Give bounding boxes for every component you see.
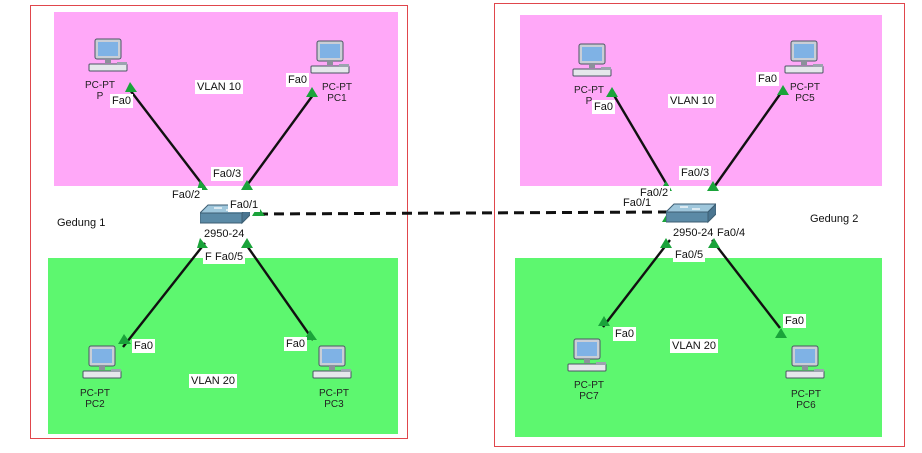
link-pc0-sw1 <box>129 89 206 189</box>
switch-port-label: F <box>203 250 214 264</box>
port-label: Fa0 <box>132 339 155 353</box>
switch-model-label: 2950-24 <box>204 228 245 240</box>
vlan-label: VLAN 20 <box>189 374 238 388</box>
vlan-label: VLAN 10 <box>195 80 244 94</box>
link-up-indicator <box>241 180 253 190</box>
port-label: Fa0 <box>110 94 133 108</box>
link-up-indicator <box>708 238 720 248</box>
switch-model-label: 2950-24 <box>673 227 714 239</box>
pc-icon[interactable] <box>308 40 352 80</box>
pc-icon[interactable] <box>783 345 827 385</box>
switch-port-label: Fa0/3 <box>211 167 244 181</box>
link-up-indicator <box>660 238 672 248</box>
link-up-indicator <box>777 85 789 95</box>
port-label: Fa0 <box>286 73 309 87</box>
vlan-label: VLAN 10 <box>668 94 717 108</box>
link-pc6-sw2 <box>711 239 781 329</box>
link-up-indicator <box>125 82 137 92</box>
link-up-indicator <box>197 180 208 190</box>
link-up-indicator <box>241 238 253 248</box>
link-up-indicator <box>118 334 131 344</box>
link-up-indicator <box>306 87 318 97</box>
pc-icon[interactable] <box>80 345 124 385</box>
pc-icon[interactable] <box>86 38 130 78</box>
pc-icon[interactable] <box>565 338 609 378</box>
port-label: Fa0 <box>613 327 636 341</box>
switch-icon[interactable] <box>664 202 718 224</box>
vlan-label: VLAN 20 <box>670 339 719 353</box>
port-label: Fa0 <box>756 72 779 86</box>
port-label: Fa0 <box>783 314 806 328</box>
switch-port-label: Fa0/1 <box>621 196 654 210</box>
port-label: Fa0 <box>284 337 307 351</box>
switch-port-label: Fa0/3 <box>679 166 712 180</box>
switch-port-label: Fa0/4 <box>715 226 748 240</box>
pc-icon[interactable] <box>782 40 826 80</box>
building-2-frame <box>494 3 905 447</box>
link-up-indicator <box>598 316 610 326</box>
link-up-indicator <box>707 181 719 191</box>
link-pc7-sw2 <box>602 239 671 328</box>
link-up-indicator <box>775 328 787 338</box>
switch-port-label: Fa0/5 <box>673 248 706 262</box>
pc-icon[interactable] <box>570 43 614 83</box>
link-pc5-sw2 <box>711 89 784 191</box>
building-label: Gedung 1 <box>57 217 106 229</box>
building-label: Gedung 2 <box>810 213 859 225</box>
building-1-frame <box>30 5 408 439</box>
link-pc2-sw1 <box>122 242 206 348</box>
trunk-link <box>257 210 671 216</box>
switch-port-label: Fa0/1 <box>228 198 261 212</box>
link-up-indicator <box>304 330 317 340</box>
switch-port-label: Fa0/5 <box>213 250 246 264</box>
port-label: Fa0 <box>592 100 615 114</box>
link-up-indicator <box>606 87 618 97</box>
link-pc3-sw1 <box>244 242 314 341</box>
link-pc4-sw2 <box>610 91 672 191</box>
link-up-indicator <box>197 238 208 248</box>
pc-icon[interactable] <box>310 345 354 385</box>
link-pc1-sw1 <box>244 94 314 189</box>
switch-port-label: Fa0/2 <box>170 188 203 202</box>
